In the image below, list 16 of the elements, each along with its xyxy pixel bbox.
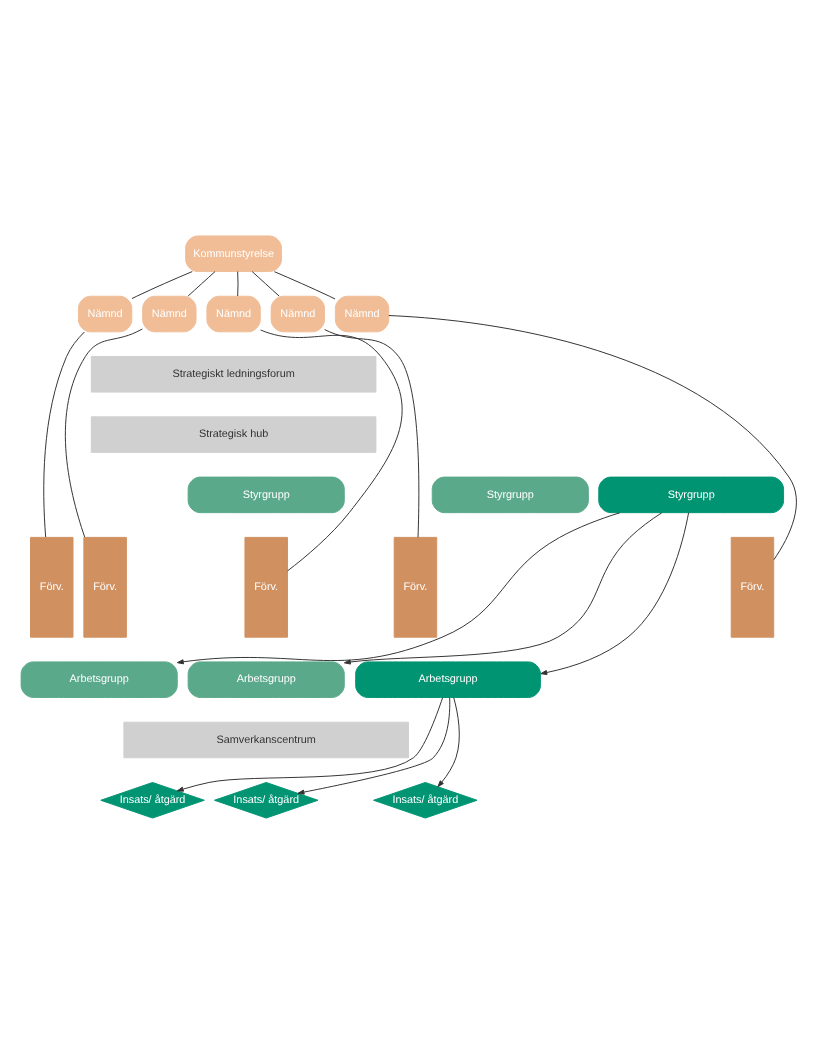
connector xyxy=(131,271,193,300)
connector xyxy=(64,328,143,538)
connector xyxy=(251,271,280,297)
arrow xyxy=(437,697,460,788)
arrow xyxy=(540,512,690,676)
connector xyxy=(260,329,403,572)
arrow xyxy=(297,697,451,795)
connector xyxy=(43,331,85,538)
arrow xyxy=(176,697,444,792)
connector xyxy=(273,271,336,300)
arrow xyxy=(176,512,621,665)
connector xyxy=(187,271,216,297)
arrow xyxy=(343,512,663,665)
connector xyxy=(324,329,420,538)
connector xyxy=(388,315,797,561)
connector xyxy=(237,271,239,297)
